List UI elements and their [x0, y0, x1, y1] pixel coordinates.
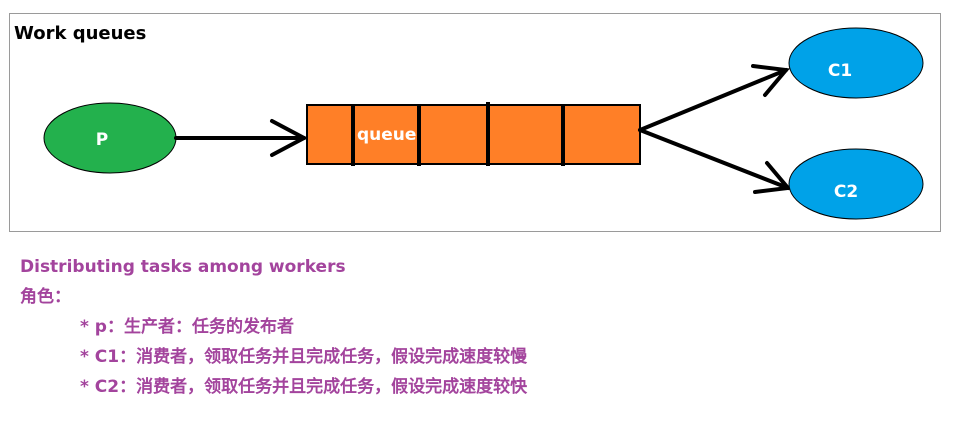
- consumer-c2-label: C2: [834, 182, 858, 202]
- arrow-producer-to-queue: [174, 119, 309, 157]
- description-block: Distributing tasks among workers 角色： * p…: [20, 252, 527, 402]
- producer-node: [43, 102, 177, 174]
- consumer-c1-node: [788, 27, 924, 99]
- roles-label: 角色：: [20, 287, 71, 307]
- arrow-queue-to-c2: [638, 128, 792, 194]
- producer-label: P: [96, 130, 108, 150]
- diagram-title: Work queues: [14, 23, 146, 44]
- role-item-c2: * C2：消费者，领取任务并且完成任务，假设完成速度较快: [80, 377, 528, 397]
- queue-dividers: [351, 102, 565, 166]
- role-item-p: * p：生产者：任务的发布者: [80, 317, 294, 337]
- consumer-c2-node: [788, 148, 924, 220]
- queue-box: [306, 104, 641, 165]
- consumer-c1-label: C1: [828, 61, 852, 81]
- queue-label: queue: [357, 125, 416, 145]
- role-item-c1: * C1：消费者，领取任务并且完成任务，假设完成速度较慢: [80, 347, 528, 367]
- description-heading: Distributing tasks among workers: [20, 257, 346, 277]
- arrow-queue-to-c1: [638, 64, 790, 132]
- diagram-frame: [9, 13, 941, 232]
- work-queues-diagram: Work queues P queue C1 C2: [14, 23, 924, 220]
